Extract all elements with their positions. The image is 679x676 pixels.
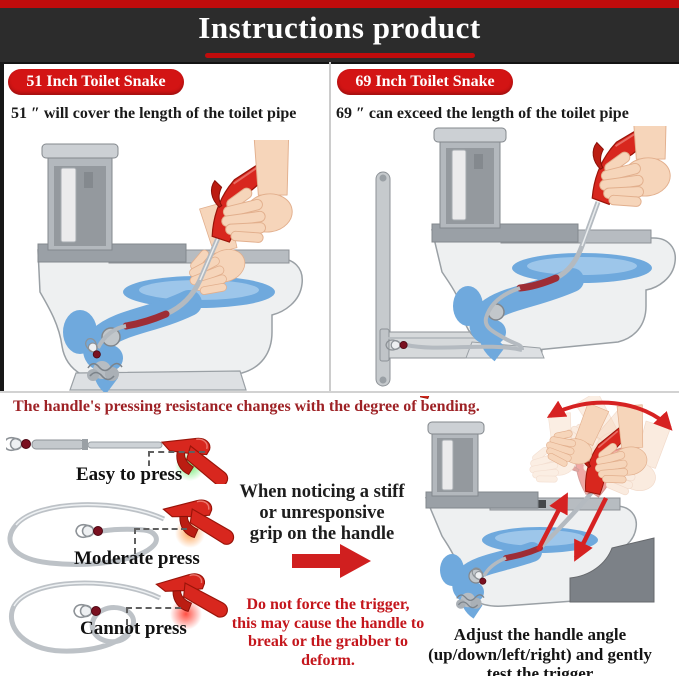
- snake-tool-straight-illustration: [6, 436, 229, 484]
- arrow-right-icon: [292, 544, 371, 578]
- grip-assembly: [420, 396, 460, 402]
- toilet-tank: [425, 421, 539, 509]
- step-label-cannot: Cannot press: [80, 618, 187, 639]
- guide-heading: The handle's pressing resistance changes…: [13, 398, 480, 415]
- page-title: Instructions product: [198, 10, 481, 45]
- snake-tool-overbent-illustration: [9, 570, 230, 654]
- clog: [455, 592, 485, 610]
- column-divider: [329, 62, 331, 392]
- callout-line: [126, 607, 128, 625]
- callout-line: [126, 607, 181, 609]
- grabber-claw: [6, 436, 32, 452]
- toilet-adjust-illustration: [420, 396, 679, 619]
- step-label-easy: Easy to press: [76, 464, 183, 485]
- snake-cable: [385, 201, 601, 352]
- callout-line: [148, 451, 150, 466]
- callout-line: [148, 451, 205, 453]
- toilet-51-illustration: [37, 140, 304, 392]
- title-banner: Instructions product: [0, 0, 679, 64]
- snake-cable: [469, 490, 594, 587]
- snake-cable: [83, 237, 221, 361]
- callout-line: [134, 528, 136, 554]
- arrow-up-icon: [536, 492, 568, 552]
- subtitle-69: 69 ″ can exceed the length of the toilet…: [336, 105, 629, 122]
- step-label-moderate: Moderate press: [74, 548, 200, 569]
- warning-text: Do not force the trigger, this may cause…: [231, 596, 425, 670]
- notice-text: When noticing a stiff or unresponsive gr…: [239, 482, 405, 545]
- grabber-claw: [73, 603, 102, 619]
- left-frame-border: [0, 62, 4, 392]
- water-trap: [440, 527, 598, 619]
- section-divider: [0, 391, 679, 393]
- badge-51-inch: 51 Inch Toilet Snake: [8, 69, 184, 95]
- banner-underline: [204, 53, 475, 58]
- grabber-claw: [75, 523, 104, 539]
- toilet-69-illustration: [375, 126, 679, 387]
- water-trap: [453, 253, 652, 362]
- advice-text: Adjust the handle angle (up/down/left/ri…: [428, 625, 652, 676]
- shaft: [31, 439, 163, 450]
- toilet-tank: [37, 143, 187, 263]
- banner-top-stripe: [0, 0, 679, 8]
- subtitle-51: 51 ″ will cover the length of the toilet…: [11, 105, 297, 122]
- callout-line: [134, 528, 187, 530]
- arrow-down-icon: [573, 496, 609, 562]
- badge-69-inch: 69 Inch Toilet Snake: [337, 69, 513, 95]
- toilet-tank: [431, 127, 579, 243]
- curved-double-arrow-icon: [546, 400, 673, 431]
- clog: [86, 360, 123, 382]
